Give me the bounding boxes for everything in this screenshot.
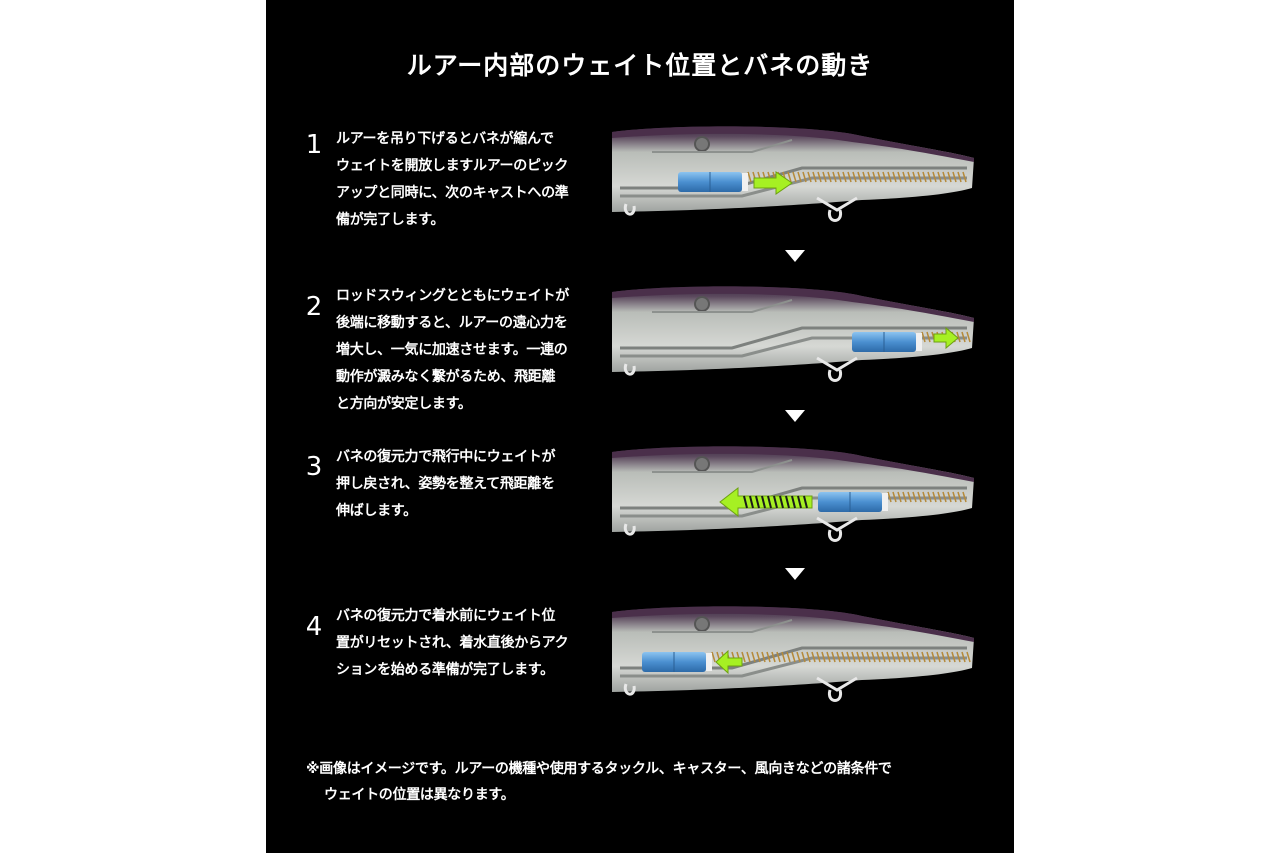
disclaimer-note: ※画像はイメージです。ルアーの機種や使用するタックル、キャスター、風向きなどの諸… <box>306 761 892 803</box>
arrow-right-icon <box>933 326 959 350</box>
lure-back-stripe <box>612 286 974 322</box>
spring <box>711 651 971 663</box>
lure-diagram-1 <box>612 126 974 222</box>
lure-diagram-4 <box>612 606 974 702</box>
eye-icon <box>694 616 710 632</box>
eye-icon <box>694 296 710 312</box>
step-2-number: 2 <box>305 292 323 322</box>
infographic-panel: ルアー内部のウェイト位置とバネの動き 1 ルアーを吊り下げるとバネが縮んで ウェ… <box>266 0 1014 853</box>
step-4-number: 4 <box>305 612 323 642</box>
down-triangle-icon <box>785 568 805 580</box>
eye-icon <box>694 136 710 152</box>
lure-diagram-3 <box>612 446 974 542</box>
down-triangle-icon <box>785 250 805 262</box>
step-3-text: バネの復元力で飛行中にウェイトが 押し戻され、姿勢を整えて飛距離を 伸ばします。 <box>336 449 556 519</box>
arrow-right-icon <box>753 171 793 195</box>
lure-diagram-2 <box>612 286 974 382</box>
step-1-text: ルアーを吊り下げるとバネが縮んで ウェイトを開放しますルアーのピック アップと同… <box>336 131 569 228</box>
step-2-text: ロッドスウィングとともにウェイトが 後端に移動すると、ルアーの遠心力を 増大し、… <box>336 288 569 412</box>
spring <box>747 171 967 183</box>
lure-back-stripe <box>612 606 974 642</box>
arrow-left-icon <box>719 486 813 518</box>
step-1-number: 1 <box>305 130 323 160</box>
down-triangle-icon <box>785 410 805 422</box>
lure-back-stripe <box>612 126 974 162</box>
spring <box>887 491 967 503</box>
eye-icon <box>694 456 710 472</box>
lure-back-stripe <box>612 446 974 482</box>
arrow-left-icon <box>715 649 743 675</box>
page-title: ルアー内部のウェイト位置とバネの動き <box>406 51 874 80</box>
step-3-number: 3 <box>305 452 323 482</box>
step-4-text: バネの復元力で着水前にウェイト位 置がリセットされ、着水直後からアク ションを始… <box>336 608 569 678</box>
